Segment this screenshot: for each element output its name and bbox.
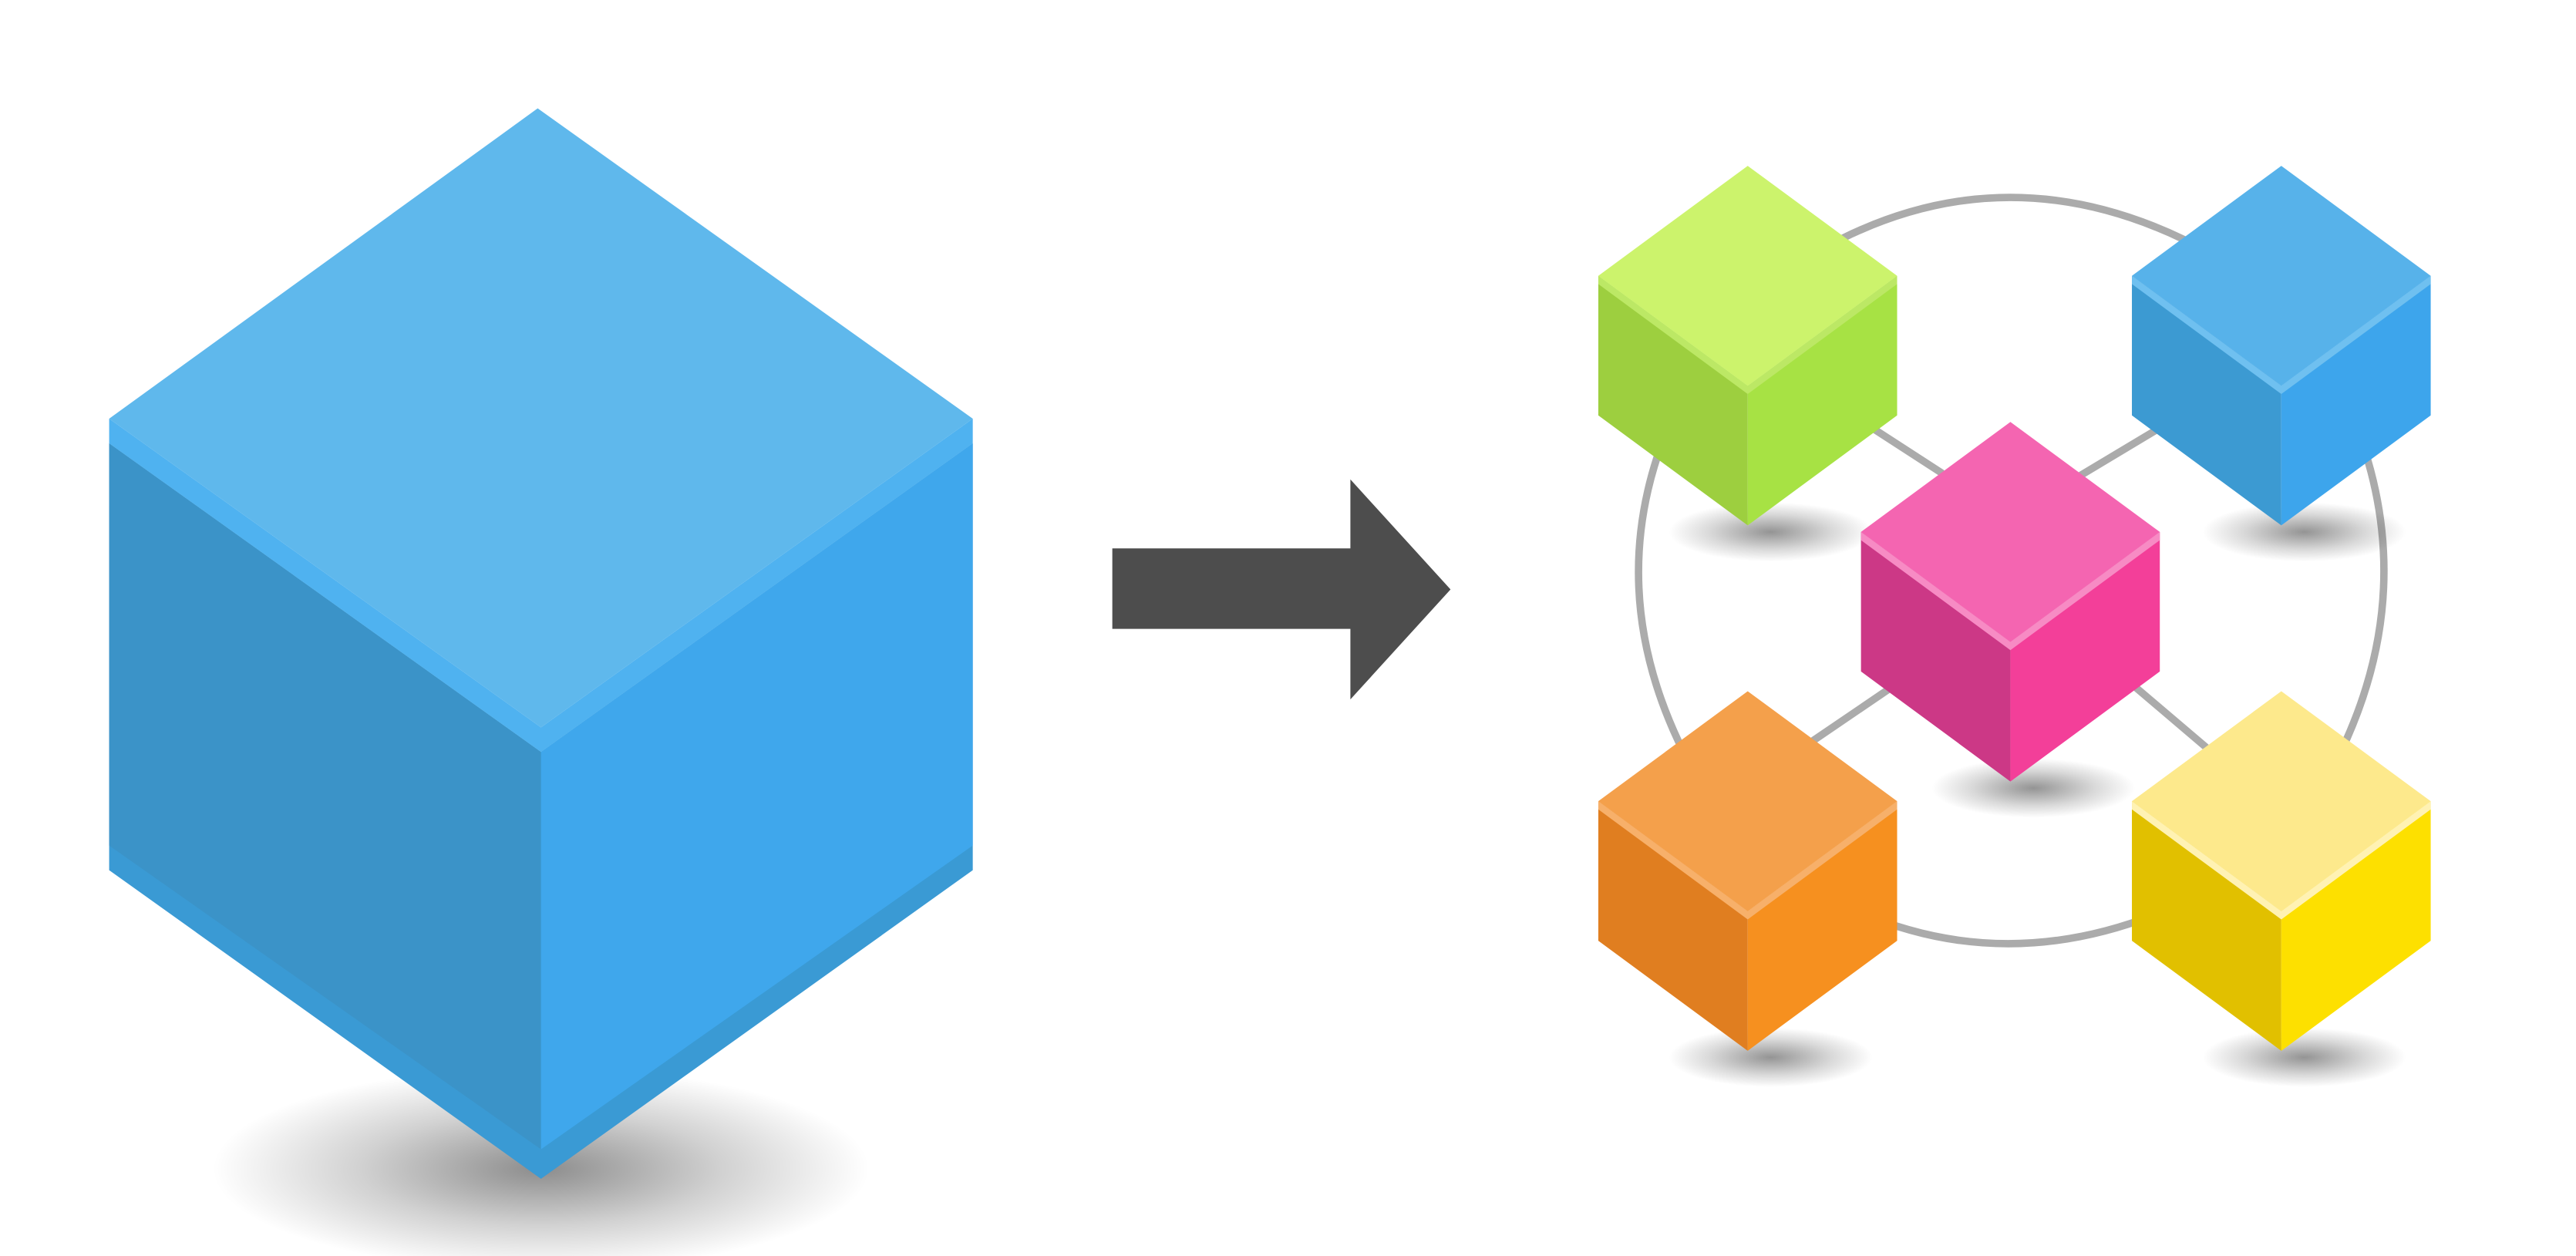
cube-pink-shadow bbox=[1931, 758, 2136, 818]
monolith-cube bbox=[109, 108, 973, 1256]
monolith-left-face bbox=[109, 443, 541, 1150]
cube-orange-top-face bbox=[1598, 691, 1897, 911]
monolith-top-face bbox=[109, 108, 973, 728]
cube-orange-right-face bbox=[1747, 801, 1897, 1051]
cube-green-left-face bbox=[1598, 275, 1748, 526]
cube-pink-right-face bbox=[2010, 531, 2160, 782]
microservices-network bbox=[1598, 166, 2431, 1087]
cube-blue-right-face bbox=[2281, 275, 2431, 526]
cube-orange-left-face bbox=[1598, 801, 1748, 1051]
cube-blue-shadow bbox=[2202, 502, 2406, 562]
cube-pink-top-face bbox=[1860, 422, 2160, 642]
cube-green-top-face bbox=[1598, 166, 1897, 386]
transform-arrow bbox=[1112, 479, 1451, 700]
cube-green bbox=[1598, 166, 1897, 562]
cube-blue-left-face bbox=[2132, 275, 2281, 526]
cube-yellow-left-face bbox=[2132, 801, 2281, 1051]
connector-green-blue bbox=[1839, 194, 2188, 244]
cube-yellow bbox=[2132, 691, 2431, 1087]
cube-pink bbox=[1860, 422, 2160, 818]
cube-blue bbox=[2132, 166, 2431, 562]
cube-green-shadow bbox=[1669, 502, 1873, 562]
network-cubes bbox=[1598, 166, 2431, 1087]
cube-orange bbox=[1598, 691, 1897, 1087]
cube-green-right-face bbox=[1747, 275, 1897, 526]
cube-yellow-top-face bbox=[2132, 691, 2431, 911]
cube-pink-left-face bbox=[1860, 531, 2011, 782]
cube-blue-top-face bbox=[2132, 166, 2431, 386]
cube-orange-shadow bbox=[1669, 1028, 1873, 1087]
cube-yellow-right-face bbox=[2281, 801, 2431, 1051]
cube-yellow-shadow bbox=[2202, 1028, 2406, 1087]
monolith-right-face bbox=[540, 443, 973, 1150]
